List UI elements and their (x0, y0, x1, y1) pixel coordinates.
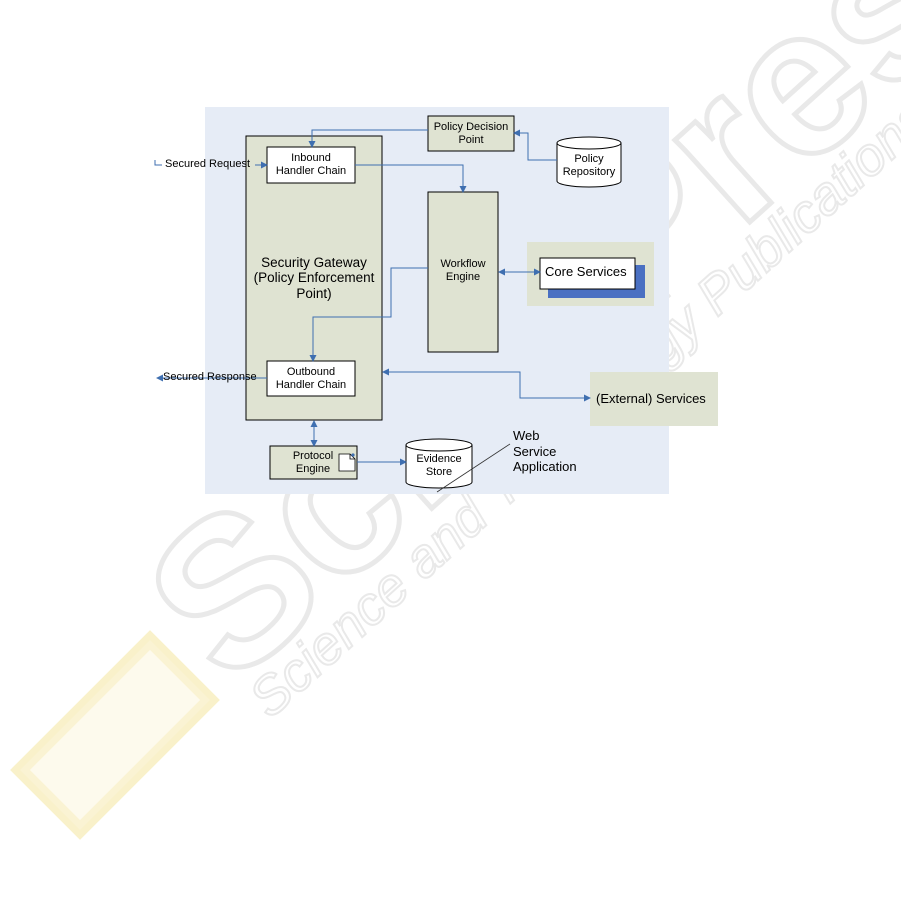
external-services-box[interactable] (590, 372, 718, 426)
workflow-engine-label: Workflow Engine (440, 258, 486, 283)
web-service-application-label: Web Service Application (513, 428, 577, 475)
watermark-logo-shape (10, 630, 220, 840)
inbound-to-workflow-arrow (355, 164, 467, 193)
evidence-store-label: Evidence Store (416, 453, 462, 478)
security-gateway-label: Security Gateway (Policy Enforcement Poi… (253, 254, 375, 301)
pdp-to-inbound-arrow (308, 129, 428, 148)
inbound-handler-chain-label: Inbound Handler Chain (275, 152, 347, 177)
protocol-engine-label: Protocol Engine (292, 449, 334, 475)
core-services-box[interactable] (539, 257, 636, 290)
repository-to-pdp-arrow (513, 129, 557, 161)
workflow-engine-box[interactable] (427, 191, 499, 353)
core-services-label: Core Services (545, 263, 627, 279)
evidence-store-cylinder[interactable] (405, 438, 473, 489)
secured-response-label: Secured Response (163, 371, 257, 383)
workflow-to-outbound-arrow (309, 267, 428, 362)
gateway-external-services-arrow (382, 368, 591, 402)
outbound-handler-chain-label: Outbound Handler Chain (275, 365, 347, 391)
external-services-label: (External) Services (596, 390, 706, 406)
document-icon (338, 453, 356, 472)
secured-request-label: Secured Request (165, 158, 250, 170)
policy-repository-cylinder[interactable] (556, 136, 622, 188)
policy-decision-point-label: Policy Decision Point (433, 120, 509, 146)
web-service-application-callout (436, 443, 511, 493)
policy-repository-label: Policy Repository (562, 153, 616, 178)
secured-request-arrow (154, 160, 162, 166)
policy-decision-point-box[interactable] (427, 115, 515, 152)
